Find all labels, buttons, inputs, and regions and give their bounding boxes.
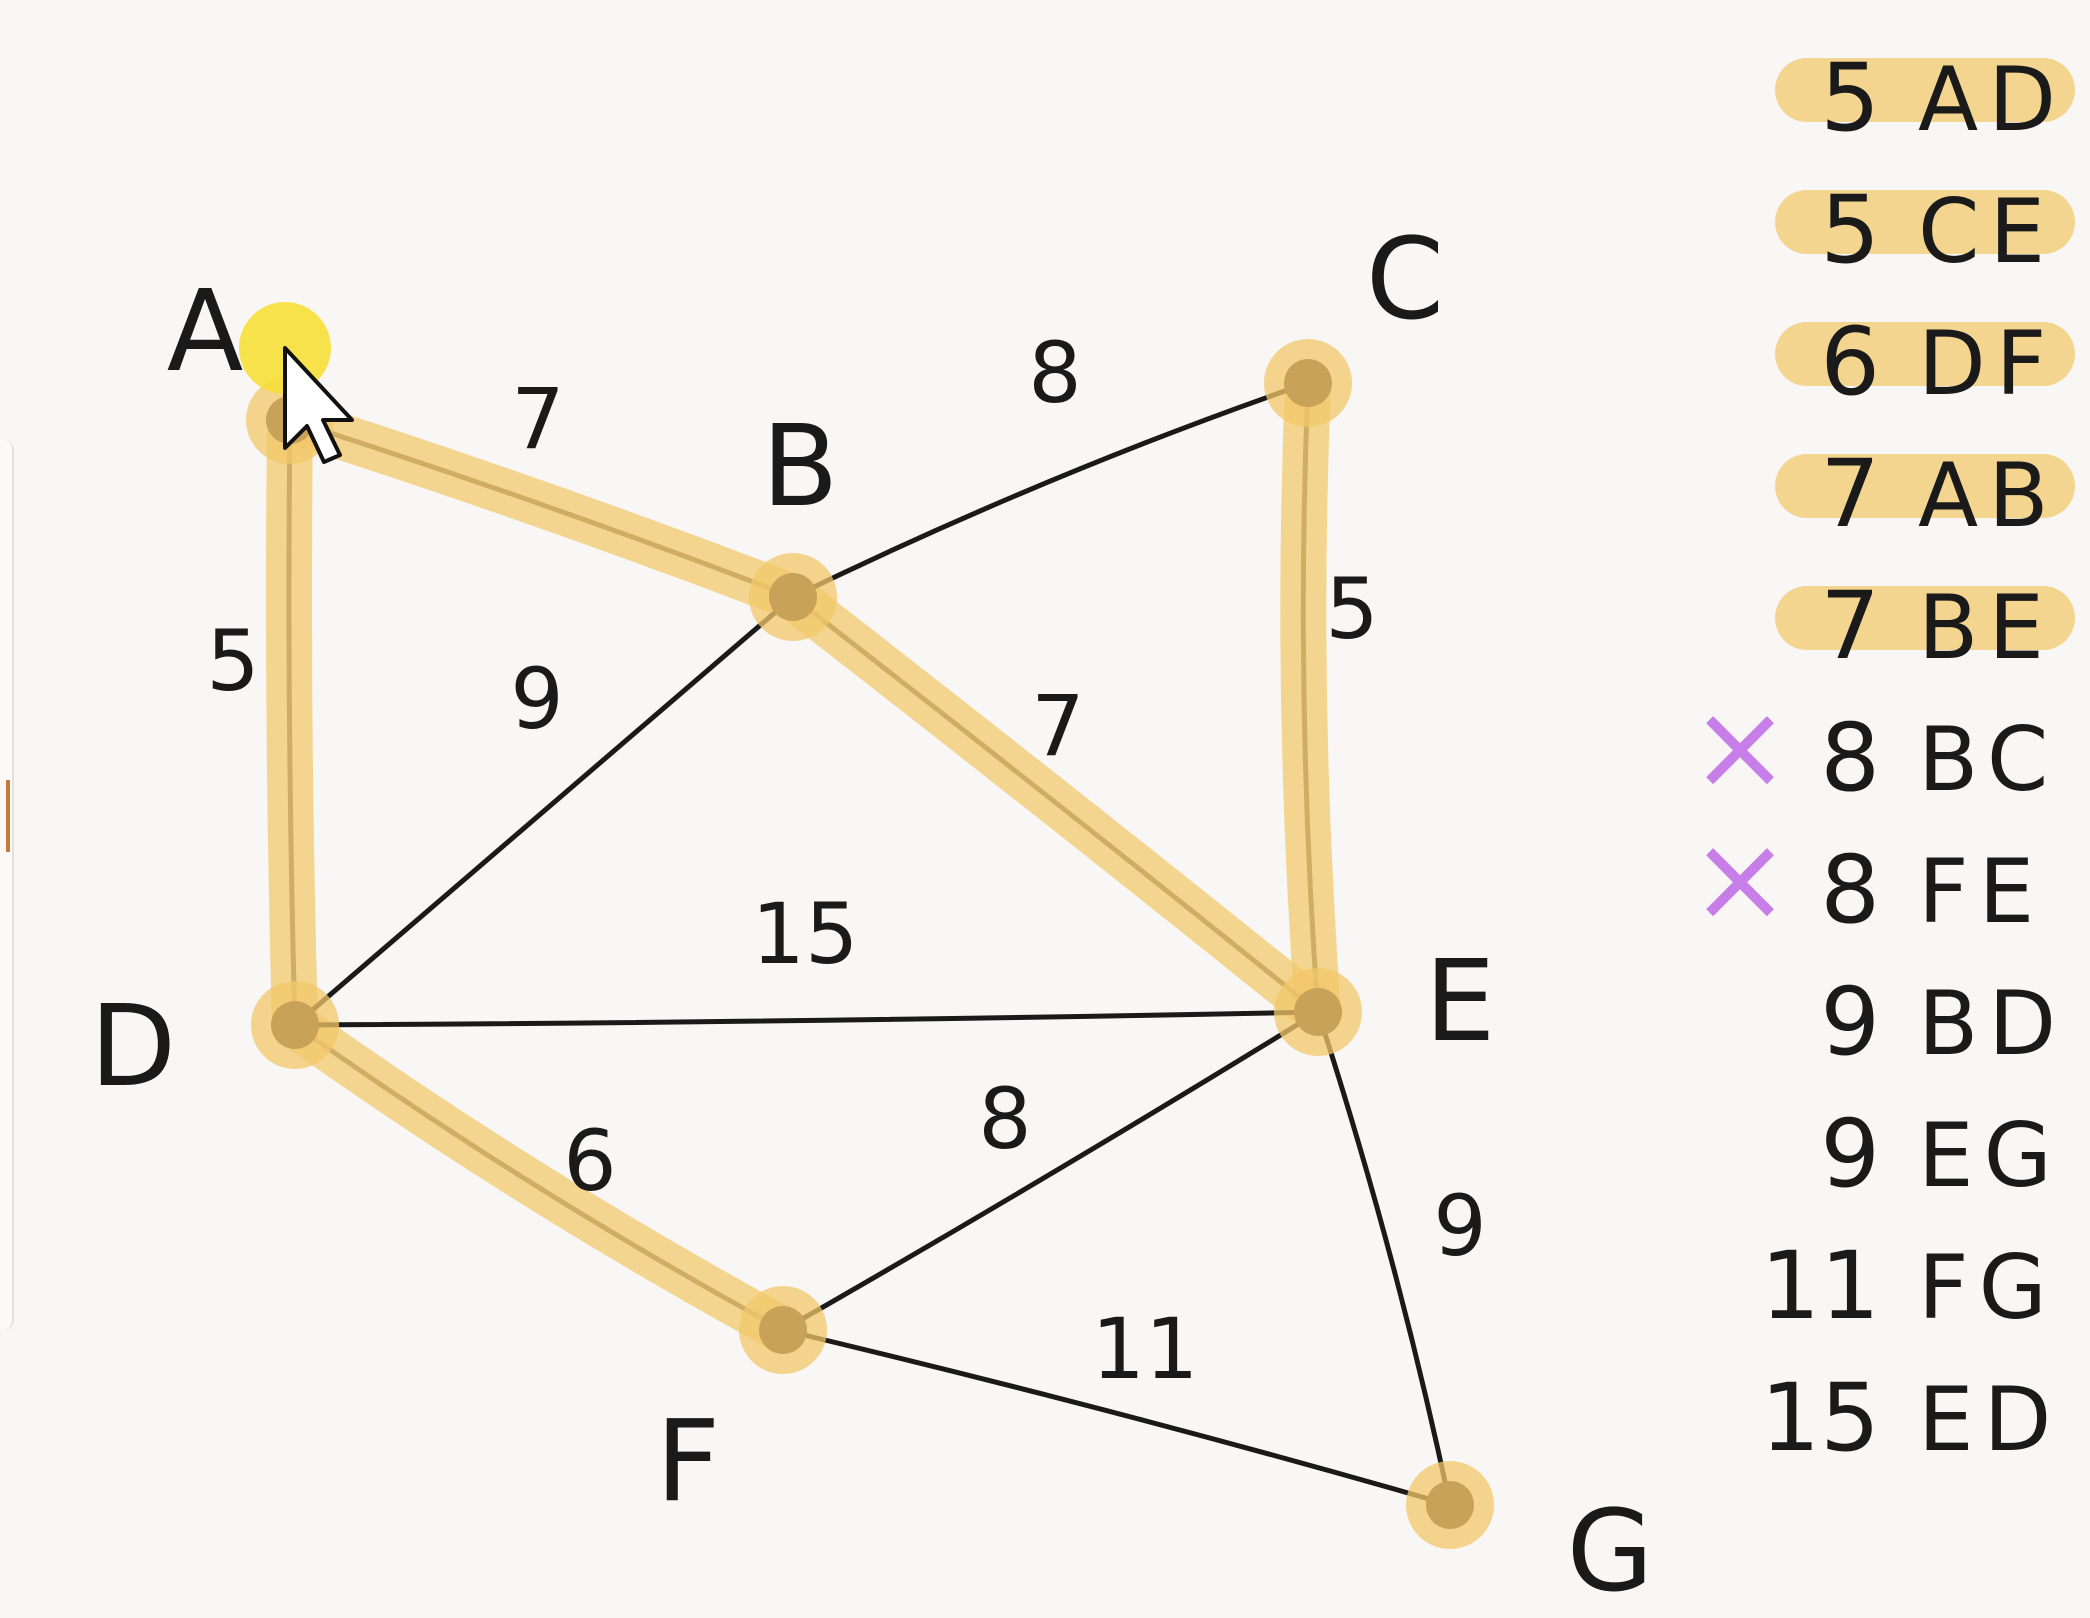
edge-f-g xyxy=(780,1327,1453,1508)
edge-f-e xyxy=(780,1009,1321,1333)
edge-list-weight: 9 xyxy=(1820,968,1880,1077)
node-f[interactable] xyxy=(759,1306,807,1354)
edge-weight-b-d: 9 xyxy=(510,650,563,748)
edge-list-row: 15 ED xyxy=(1760,1364,2061,1473)
node-g[interactable] xyxy=(1426,1481,1474,1529)
node-e[interactable] xyxy=(1294,988,1342,1036)
edge-list-row: 5 CE xyxy=(1775,176,2075,285)
edge-b-e xyxy=(791,595,1320,1014)
node-label-b: B xyxy=(762,402,839,532)
edge-list-pair: FE xyxy=(1918,840,2044,943)
node-label-f: F xyxy=(656,1397,720,1527)
edge-weight-c-e: 5 xyxy=(1325,560,1378,658)
edge-d-f xyxy=(293,1022,785,1333)
edge-list-pair: BE xyxy=(1918,576,2054,679)
reject-mark-icon: × xyxy=(1690,810,1791,949)
edge-list-weight: 7 xyxy=(1820,572,1880,681)
side-panel-edge[interactable] xyxy=(0,440,14,1330)
edge-list-row: 6 DF xyxy=(1775,308,2075,417)
edge-a-b xyxy=(289,417,794,600)
panel-handle-mark[interactable] xyxy=(6,780,10,852)
edge-list-row: 11 FG xyxy=(1760,1232,2057,1341)
pointer-arrow-icon xyxy=(283,346,354,464)
edge-d-e xyxy=(292,1009,1321,1028)
row-highlight-strike xyxy=(1775,586,2075,650)
edge-list-weight: 7 xyxy=(1820,440,1880,549)
edge-list-pair: BC xyxy=(1918,708,2058,811)
edge-weight-d-e: 15 xyxy=(752,885,859,983)
edge-list-row: 9 BD xyxy=(1820,968,2066,1077)
edge-list-row: 8 FE × xyxy=(1690,810,2044,949)
edge-weight-f-e: 8 xyxy=(978,1070,1031,1168)
edge-list-row: 5 AD xyxy=(1775,44,2075,153)
edge-list-pair: EG xyxy=(1918,1104,2062,1207)
edge-list-row: 7 BE xyxy=(1775,572,2075,681)
node-label-e: E xyxy=(1425,937,1496,1067)
node-label-a: A xyxy=(167,267,244,397)
edge-list-weight: 9 xyxy=(1820,1100,1880,1209)
edge-a-d xyxy=(286,419,298,1026)
edge-list-row: 7 AB xyxy=(1775,440,2075,549)
edge-layer xyxy=(286,380,1453,1508)
edge-list-weight: 8 xyxy=(1820,836,1880,945)
edge-weight-a-b: 7 xyxy=(511,370,564,468)
edge-list-pair: BD xyxy=(1918,972,2066,1075)
edge-weight-b-c: 8 xyxy=(1028,324,1081,422)
node-b[interactable] xyxy=(769,573,817,621)
edge-list-pair: AB xyxy=(1918,444,2059,547)
edge-list-weight: 6 xyxy=(1820,308,1880,417)
edge-weight-a-d: 5 xyxy=(206,612,259,710)
node-label-g: G xyxy=(1567,1487,1654,1617)
edge-list-weight: 8 xyxy=(1820,704,1880,813)
edge-e-g xyxy=(1315,1009,1453,1508)
edge-weight-b-e: 7 xyxy=(1031,677,1084,775)
edge-list-pair: ED xyxy=(1918,1368,2061,1471)
node-label-c: C xyxy=(1366,215,1444,345)
node-label-layer: A B C D E F G xyxy=(90,215,1654,1617)
edge-weight-d-f: 6 xyxy=(563,1112,616,1210)
edge-weight-f-g: 11 xyxy=(1092,1300,1199,1398)
edge-weight-e-g: 9 xyxy=(1433,1177,1486,1275)
edge-list-row: 8 BC × xyxy=(1690,678,2058,817)
row-highlight-strike xyxy=(1775,190,2075,254)
edge-list-pair: FG xyxy=(1918,1236,2057,1339)
edge-c-e xyxy=(1300,382,1321,1013)
edge-list-pair: CE xyxy=(1918,180,2055,283)
edge-list-row: 9 EG xyxy=(1820,1100,2062,1209)
reject-mark-icon: × xyxy=(1690,678,1791,817)
edge-weight-layer: 5 7 8 9 7 5 15 6 8 9 11 xyxy=(206,324,1486,1398)
row-highlight-strike xyxy=(1775,454,2075,518)
edge-b-c xyxy=(790,380,1311,600)
mst-edge-highlight-d-f xyxy=(272,1002,806,1353)
node-label-d: D xyxy=(90,982,176,1112)
edge-list-pair: AD xyxy=(1918,48,2066,151)
edge-list-weight: 15 xyxy=(1760,1364,1880,1473)
row-highlight-strike xyxy=(1775,58,2075,122)
edge-list-weight: 5 xyxy=(1820,44,1880,153)
row-highlight-strike xyxy=(1775,322,2075,386)
node-c[interactable] xyxy=(1284,359,1332,407)
node-d[interactable] xyxy=(271,1001,319,1049)
cursor-layer xyxy=(239,302,354,464)
edge-list-weight: 11 xyxy=(1760,1232,1880,1341)
edge-list-pair: DF xyxy=(1918,312,2056,415)
edge-b-d xyxy=(292,594,796,1028)
edge-list-weight: 5 xyxy=(1820,176,1880,285)
